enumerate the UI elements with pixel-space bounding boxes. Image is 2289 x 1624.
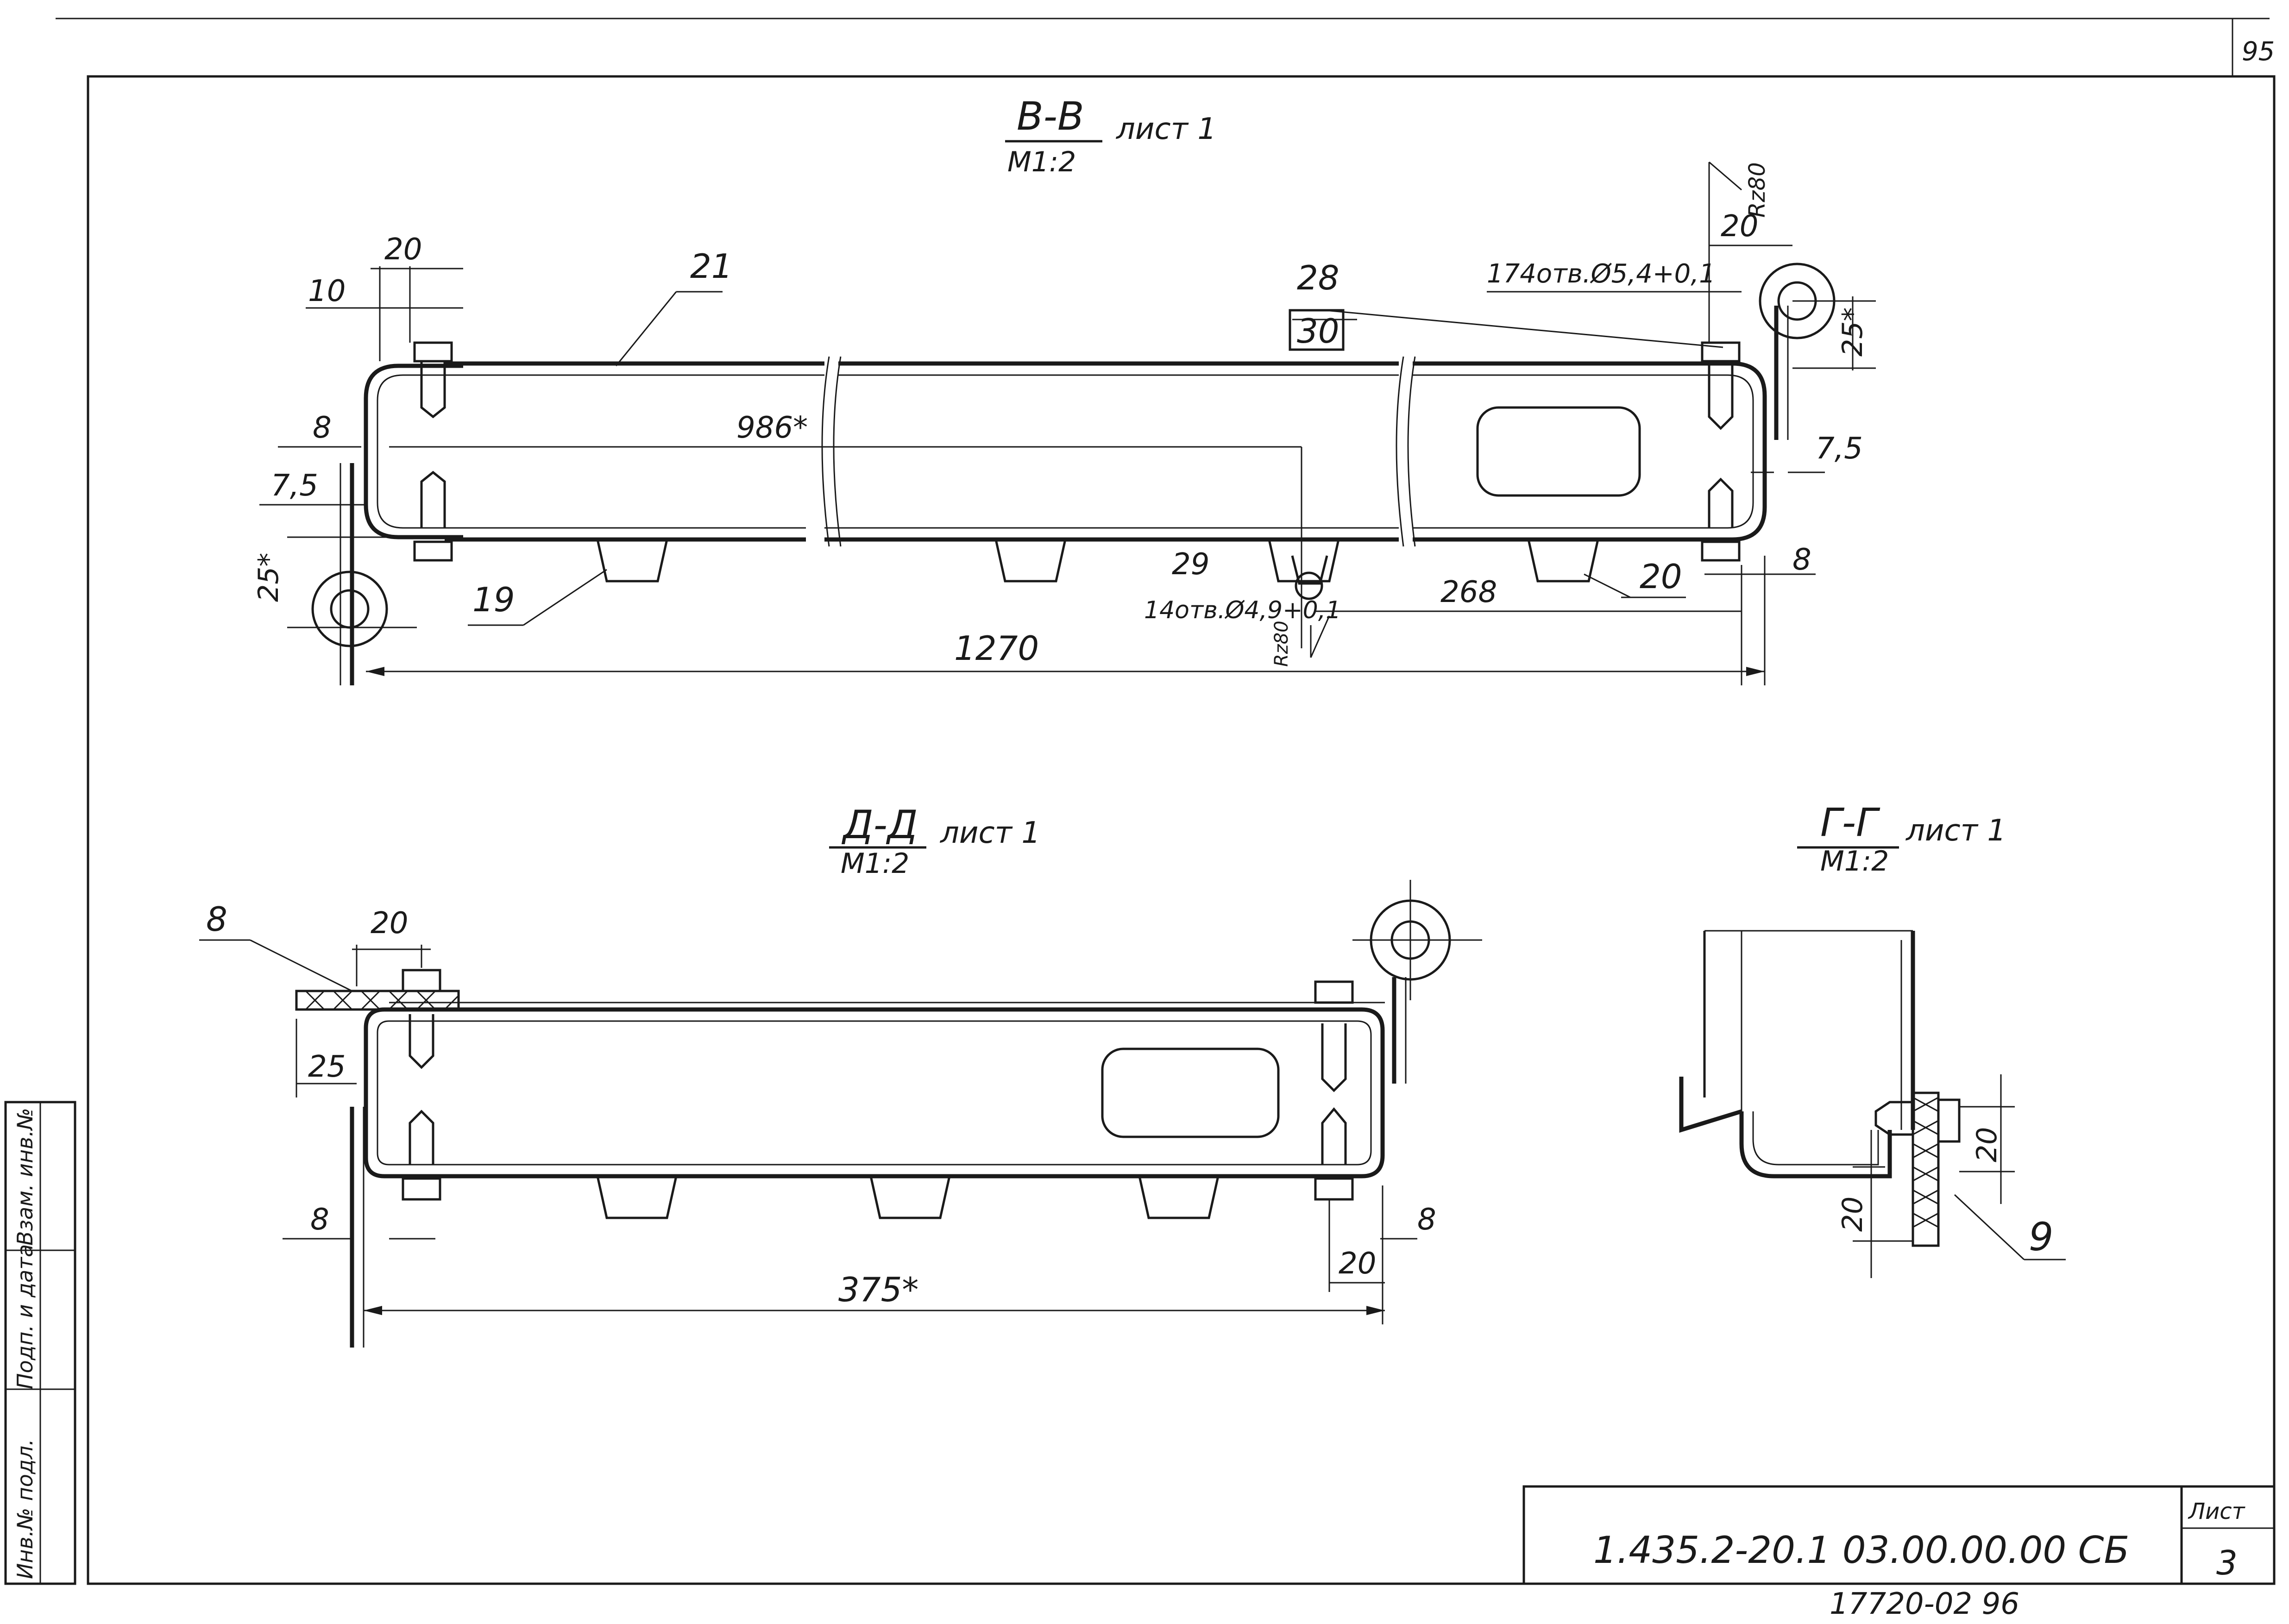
dd-d20: 20	[371, 906, 408, 941]
dd-d25: 25	[308, 1050, 346, 1084]
bb-d25-left: 25*	[252, 553, 285, 602]
bb-pos29: 29	[1172, 547, 1209, 582]
bb-d10: 10	[308, 274, 346, 308]
section-bb-sheet-ref: лист 1	[1115, 112, 1216, 146]
dd-d8-right: 8	[1417, 1203, 1436, 1237]
stamp-vzam-inv: Взам. инв.№	[13, 1108, 38, 1246]
sheet-frame	[56, 18, 2276, 1585]
section-dd-title: Д-Д	[841, 802, 918, 847]
gg-pos9: 9	[2029, 1214, 2053, 1260]
gg-d20-right: 20	[1971, 1127, 2003, 1162]
dd-d8-left: 8	[310, 1203, 329, 1237]
bb-pos28: 28	[1297, 258, 1339, 297]
dims-gg	[1853, 1074, 2066, 1278]
section-bb: В-В М1:2 лист 1	[252, 94, 1876, 685]
section-bb-title: В-В	[1017, 94, 1084, 139]
section-bb-scale: М1:2	[1007, 146, 1076, 178]
page-number-top: 95	[2242, 37, 2275, 67]
dd-d375: 375*	[838, 1270, 918, 1309]
section-gg: Г-Г М1:2 лист 1	[1679, 800, 2066, 1278]
bb-rz80: Rz80	[1744, 162, 1770, 218]
bb-d20-right: 20	[1721, 209, 1758, 244]
stamp-podp-data: Подп. и дата	[13, 1244, 38, 1389]
bb-rz80-bottom: Rz80	[1271, 621, 1292, 667]
stamp-inv-podl: Инв.№ подл.	[13, 1439, 38, 1579]
dims-bb	[259, 161, 1876, 685]
side-stamp: Инв.№ подл. Подп. и дата Взам. инв.№	[4, 1101, 76, 1585]
sheet-label: Лист	[2188, 1499, 2246, 1524]
profile-gg	[1679, 930, 1961, 1247]
archive-number: 17720-02 96	[1830, 1587, 2019, 1621]
gg-d20-left: 20	[1836, 1197, 1869, 1232]
dims-dd	[199, 939, 1417, 1324]
bb-pos20: 20	[1640, 557, 1682, 596]
section-gg-scale: М1:2	[1820, 845, 1889, 878]
section-dd-scale: М1:2	[841, 847, 909, 880]
section-gg-sheet-ref: лист 1	[1905, 814, 2006, 848]
title-block: 1.435.2-20.1 03.00.00.00 СБ Лист 3 17720…	[1522, 1485, 2276, 1621]
bb-d268: 268	[1440, 575, 1497, 609]
bb-d20-top: 20	[384, 232, 422, 267]
sheet-number: 3	[2216, 1543, 2238, 1582]
bb-pos30: 30	[1297, 312, 1339, 351]
bb-d25-right: 25*	[1836, 307, 1869, 357]
channel-dd	[295, 880, 1482, 1348]
designation: 1.435.2-20.1 03.00.00.00 СБ	[1593, 1529, 2129, 1572]
bb-pos19: 19	[472, 580, 515, 619]
dd-pos8: 8	[206, 900, 227, 939]
section-dd-sheet-ref: лист 1	[939, 816, 1040, 850]
bb-d7-5-right: 7,5	[1816, 432, 1863, 466]
bb-holes-bottom: 14отв.Ø4,9+0,1	[1144, 596, 1341, 624]
bb-d8-left: 8	[313, 411, 332, 445]
dd-d20-bottom: 20	[1339, 1247, 1376, 1281]
section-gg-title: Г-Г	[1820, 800, 1880, 845]
bb-d7-5-left: 7,5	[271, 469, 318, 503]
bb-d8-right: 8	[1792, 543, 1811, 577]
bb-holes-top: 174отв.Ø5,4+0,1	[1487, 259, 1716, 289]
channel-bb	[311, 263, 1836, 685]
bb-pos21: 21	[690, 247, 733, 286]
bb-d986: 986*	[736, 411, 808, 445]
bb-d1270: 1270	[954, 629, 1039, 668]
section-dd: Д-Д М1:2 лист 1	[199, 802, 1482, 1348]
